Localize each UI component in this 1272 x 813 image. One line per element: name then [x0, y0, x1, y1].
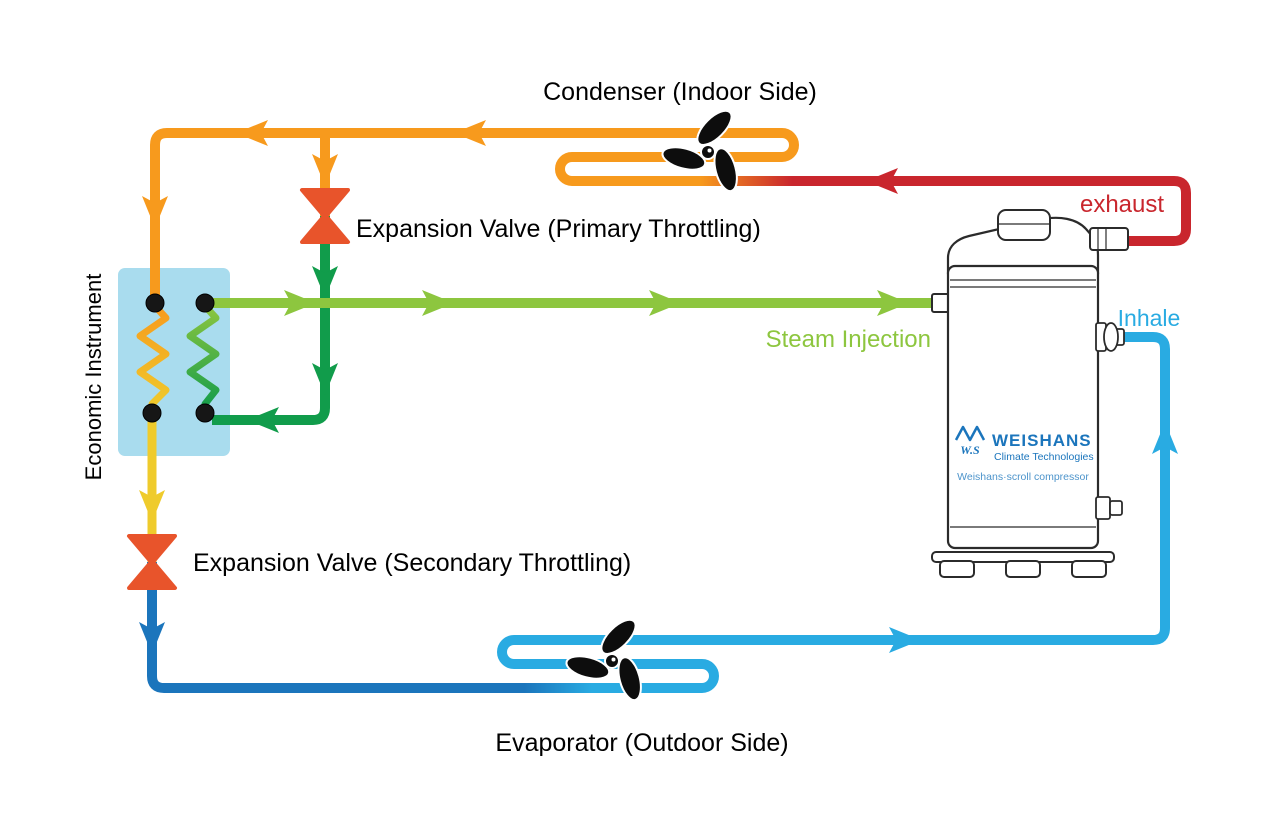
- economizer-coils: [136, 302, 220, 414]
- pipe-suction: [497, 332, 1170, 693]
- base-foot: [1005, 560, 1041, 578]
- economizer-label: Economic Instrument: [81, 274, 106, 481]
- secondary-expansion-valve-icon: [127, 534, 177, 590]
- compressor: W.S WEISHANS Climate Technologies Weisha…: [931, 209, 1129, 578]
- brand-name: WEISHANS: [992, 431, 1092, 450]
- body-seams: [950, 279, 1096, 528]
- port-bottom-right: [195, 403, 215, 423]
- steam-injection-label: Steam Injection: [766, 326, 931, 353]
- pipe-to-evaporator: [147, 562, 524, 693]
- primary-expansion-valve-icon: [300, 188, 350, 244]
- port-top-left: [145, 293, 165, 313]
- base-foot: [1071, 560, 1107, 578]
- pipe-intermediate-liquid: [212, 216, 330, 425]
- exhaust-label: exhaust: [1080, 191, 1164, 218]
- port-top-right: [195, 293, 215, 313]
- inhale-label: Inhale: [1118, 305, 1181, 331]
- exhaust-port: [1089, 227, 1129, 251]
- economizer-box: [118, 268, 230, 456]
- terminal-box: [997, 209, 1051, 241]
- brand-monogram: W.S: [960, 443, 980, 457]
- inhale-port-ring: [1103, 322, 1119, 352]
- base-foot: [939, 560, 975, 578]
- service-fitting: [1095, 496, 1111, 520]
- economizer-coil-right: [186, 302, 220, 414]
- economizer-coil-left: [136, 302, 170, 414]
- pipe-exhaust: [792, 176, 1191, 246]
- condenser-fan-icon: [661, 109, 738, 193]
- pipes: [147, 128, 1191, 693]
- brand-tagline: Climate Technologies: [994, 451, 1094, 463]
- pipe-condenser-liquid: [150, 128, 799, 303]
- economizer-ports: [142, 293, 215, 423]
- brand-mark-icon: [954, 425, 986, 442]
- primary-valve-label: Expansion Valve (Primary Throttling): [356, 215, 761, 243]
- compressor-body: [946, 264, 1100, 550]
- evaporator-title: Evaporator (Outdoor Side): [495, 729, 788, 757]
- port-bottom-left: [142, 403, 162, 423]
- brand-logo: W.S WEISHANS Climate Technologies Weisha…: [954, 425, 1094, 483]
- evaporator-fan-icon: [565, 618, 642, 702]
- service-fitting-nut: [1109, 500, 1123, 516]
- exhaust-port-ridges: [1097, 228, 1107, 250]
- condenser-title: Condenser (Indoor Side): [543, 78, 817, 106]
- secondary-valve-label: Expansion Valve (Secondary Throttling): [193, 549, 631, 577]
- compressor-caption: Weishans·scroll compressor: [957, 471, 1089, 483]
